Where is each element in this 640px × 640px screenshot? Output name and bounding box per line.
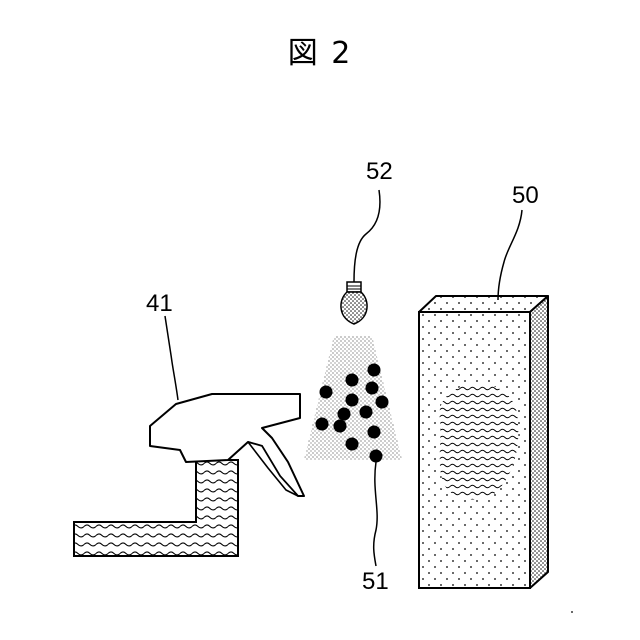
label-41: 41: [146, 292, 173, 316]
label-52: 52: [366, 160, 393, 184]
speck: [571, 611, 573, 613]
lamp-bulb: [341, 282, 367, 324]
leader-41: [165, 316, 178, 400]
label-50: 50: [512, 184, 539, 208]
leader-51: [374, 462, 377, 566]
liquid-pipe: [74, 460, 238, 556]
label-51: 51: [362, 570, 389, 594]
leader-52: [354, 190, 380, 282]
leader-50: [498, 210, 522, 300]
block: [419, 296, 548, 588]
